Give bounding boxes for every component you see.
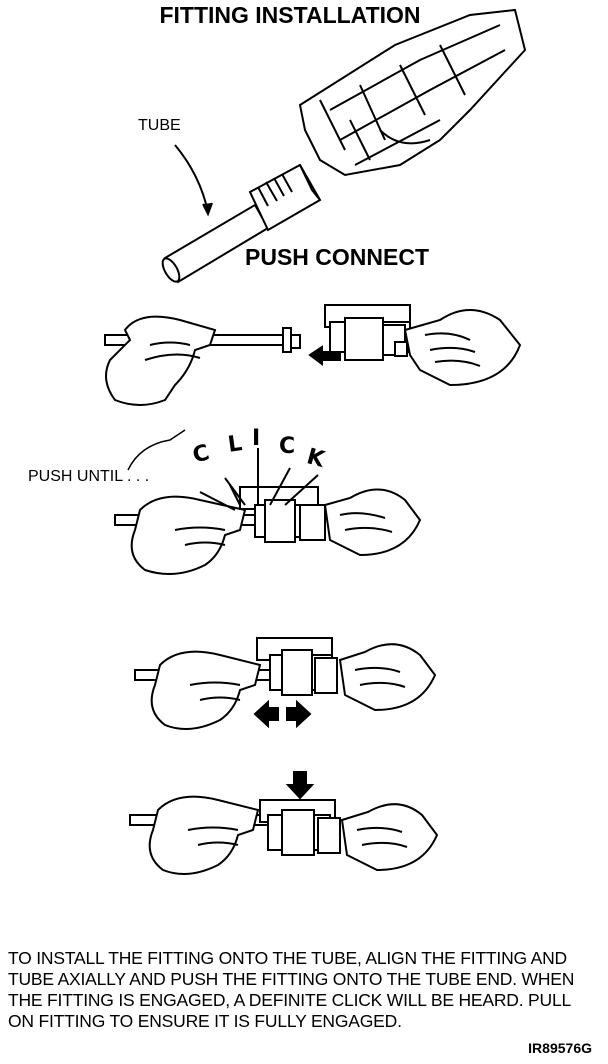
click-letter: I (252, 426, 261, 451)
tube-label: TUBE (138, 117, 181, 134)
installation-illustration (104, 8, 527, 875)
instructions-text: TO INSTALL THE FITTING ONTO THE TUBE, AL… (8, 948, 575, 1031)
tube-and-fitting-drawing (161, 8, 527, 284)
step-4-engaged-drawing (129, 771, 439, 875)
step-1-align-drawing (104, 304, 522, 406)
step-3-pull-check-drawing (134, 637, 437, 730)
step-2-push-drawing (114, 429, 422, 575)
section-heading: PUSH CONNECT (245, 244, 430, 270)
push-until-label: PUSH UNTIL . . . (28, 468, 150, 485)
figure-id: IR89576G (528, 1040, 592, 1056)
page-title: FITTING INSTALLATION (159, 2, 421, 28)
click-letter: C (279, 434, 296, 459)
